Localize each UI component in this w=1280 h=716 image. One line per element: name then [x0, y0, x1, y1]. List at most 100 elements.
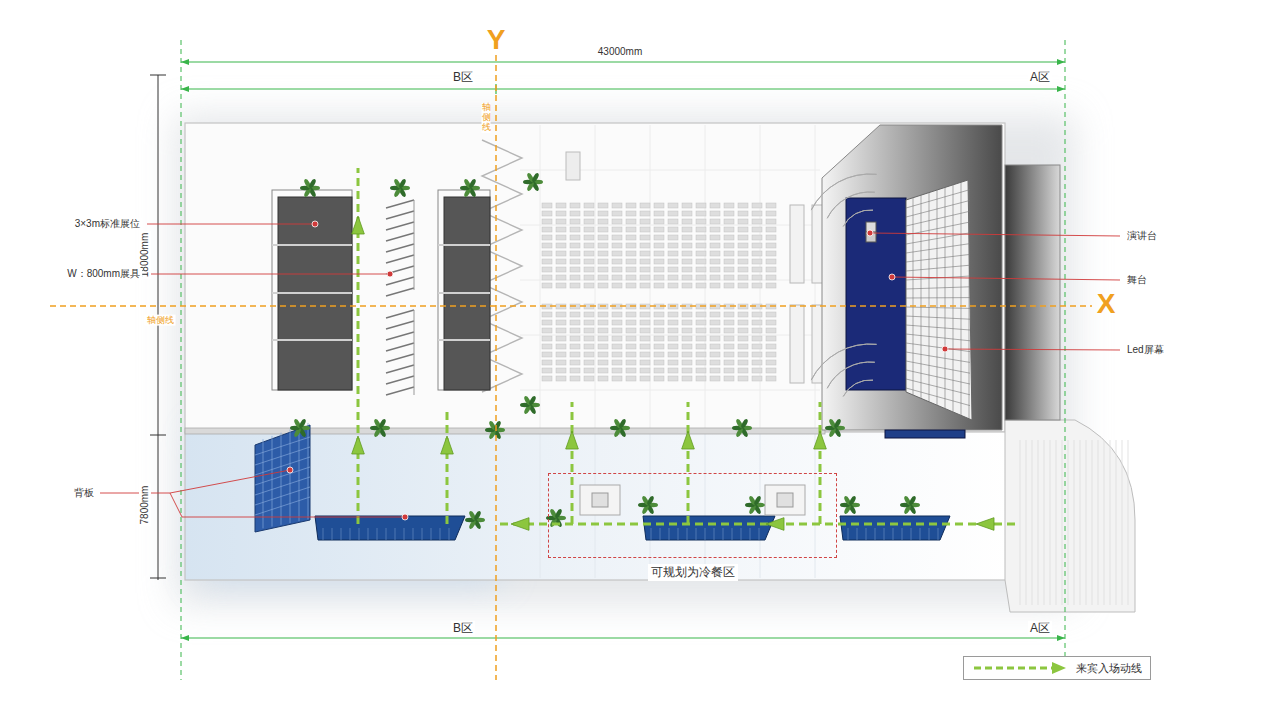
led-grid [906, 379, 970, 395]
floor-grid [520, 390, 820, 391]
audience-seat [640, 275, 650, 280]
audience-seat [542, 243, 552, 248]
reception-counter [315, 516, 465, 540]
audience-seat [682, 267, 692, 272]
audience-seat [542, 320, 552, 325]
dimension-tick [150, 435, 166, 436]
audience-seat [738, 259, 748, 264]
audience-seat [668, 203, 678, 208]
audience-seat [556, 203, 566, 208]
vestibule-step [1074, 440, 1075, 605]
audience-seat [668, 352, 678, 357]
audience-seat [570, 251, 580, 256]
audience-seat [766, 275, 776, 280]
audience-seat [738, 219, 748, 224]
counter-grid [696, 528, 697, 540]
audience-seat [542, 328, 552, 333]
audience-seat [738, 336, 748, 341]
audience-seat [542, 360, 552, 365]
vestibule-step [1092, 440, 1093, 605]
audience-seat [626, 312, 636, 317]
audience-seat [626, 267, 636, 272]
visitor-flow-arrowhead [766, 518, 784, 531]
audience-seat [598, 211, 608, 216]
audience-seat [640, 203, 650, 208]
audience-seat [724, 219, 734, 224]
counter-grid [857, 528, 858, 540]
audience-seat [570, 283, 580, 288]
counter-grid [848, 528, 849, 540]
audience-seat [710, 203, 720, 208]
audience-seat [612, 227, 622, 232]
audience-seat [724, 227, 734, 232]
audience-seat [584, 203, 594, 208]
audience-seat [724, 259, 734, 264]
audience-seat [640, 336, 650, 341]
vestibule-step [1068, 440, 1069, 605]
audience-seat [542, 219, 552, 224]
audience-seat [570, 320, 580, 325]
audience-seat [710, 283, 720, 288]
audience-seat [696, 227, 706, 232]
audience-seat [752, 259, 762, 264]
floor-grid [520, 335, 820, 336]
display-rack [386, 387, 414, 395]
audience-seat [556, 283, 566, 288]
audience-seat [584, 360, 594, 365]
audience-seat [766, 259, 776, 264]
plant [528, 395, 537, 406]
led-screen [906, 180, 972, 420]
sound-wave [811, 174, 876, 210]
audience-seat [598, 267, 608, 272]
audience-seat [724, 267, 734, 272]
audience-seat [710, 336, 720, 341]
audience-seat [640, 235, 650, 240]
audience-seat [640, 243, 650, 248]
plant [848, 495, 857, 506]
callout-label: Led屏幕 [1125, 344, 1166, 356]
counter-grid [440, 528, 441, 540]
audience-seat [724, 243, 734, 248]
ground-shadow [175, 115, 1075, 605]
counter-grid [377, 528, 378, 540]
backboard [255, 425, 310, 532]
audience-seat [570, 267, 580, 272]
counter-grid [422, 528, 423, 540]
audience-seat [752, 267, 762, 272]
audience-seat [640, 344, 650, 349]
audience-seat [710, 275, 720, 280]
legend-arrowhead [1052, 662, 1066, 674]
audience-seat [584, 211, 594, 216]
audience-seat [626, 275, 636, 280]
counter-grid [404, 528, 405, 540]
counter-grid [413, 528, 414, 540]
vestibule-step [1050, 440, 1051, 605]
audience-seat [724, 328, 734, 333]
plant [618, 418, 627, 429]
led-grid [961, 182, 962, 415]
audience-seat [724, 360, 734, 365]
audience-seat [598, 312, 608, 317]
zone-name: B区 [451, 70, 475, 84]
audience-seat [570, 219, 580, 224]
audience-seat [584, 320, 594, 325]
audience-seat [570, 360, 580, 365]
audience-seat [752, 283, 762, 288]
audience-seat [724, 320, 734, 325]
plant [308, 178, 317, 189]
counter-grid [723, 528, 724, 540]
audience-seat [640, 352, 650, 357]
audience-seat [752, 251, 762, 256]
audience-seat [696, 243, 706, 248]
audience-seat [724, 376, 734, 381]
audience-seat [626, 352, 636, 357]
reception-counter [643, 516, 775, 540]
booth-frame [272, 190, 352, 390]
audience-seat [668, 259, 678, 264]
counter-grid [902, 528, 903, 540]
audience-seat [696, 344, 706, 349]
audience-seat [612, 376, 622, 381]
audience-seat [738, 360, 748, 365]
audience-seat [766, 211, 776, 216]
audience-seat [612, 251, 622, 256]
